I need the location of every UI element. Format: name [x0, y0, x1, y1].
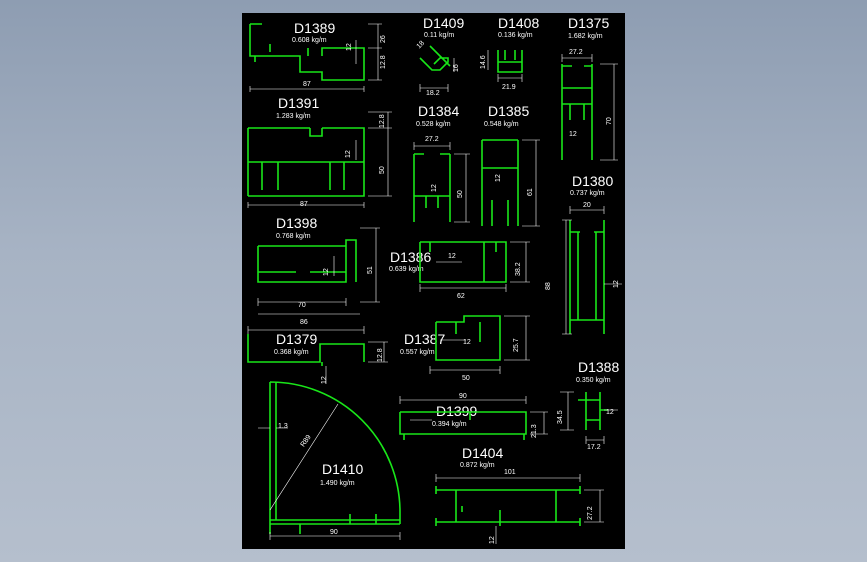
- profile-weight: 1.283 kg/m: [276, 113, 311, 120]
- profile-weight: 0.394 kg/m: [432, 421, 467, 428]
- dim-width: 20: [583, 202, 591, 209]
- dim-height: 61: [527, 188, 534, 196]
- profile-weight: 0.528 kg/m: [416, 121, 451, 128]
- profile-code: D1384: [418, 103, 459, 119]
- profile-weight: 0.136 kg/m: [498, 32, 533, 39]
- profile-code: D1399: [436, 403, 477, 419]
- profile-weight: 0.557 kg/m: [400, 349, 435, 356]
- profile-weight: 0.768 kg/m: [276, 233, 311, 240]
- dim-height: 88: [545, 282, 552, 290]
- profile-code: D1391: [278, 95, 319, 111]
- profile-weight: 1.682 kg/m: [568, 33, 603, 40]
- profile-code: D1409: [423, 15, 464, 31]
- profile-weight: 0.548 kg/m: [484, 121, 519, 128]
- profile-weight: 0.639 kg/m: [389, 266, 424, 273]
- profile-code: D1388: [578, 359, 619, 375]
- dim-width: 62: [457, 293, 465, 300]
- dim-height: 38.2: [515, 262, 522, 276]
- dim-wall: 12: [463, 339, 471, 346]
- profile-weight: 0.608 kg/m: [292, 37, 327, 44]
- dim-wall: 12: [323, 268, 330, 276]
- profile-weight: 0.11 kg/m: [424, 32, 454, 39]
- profile-weight: 0.737 kg/m: [570, 190, 605, 197]
- dim-height: 21.3: [531, 424, 538, 438]
- dim-width: 101: [504, 469, 516, 476]
- profile-weight: 0.368 kg/m: [274, 349, 309, 356]
- profile-code: D1385: [488, 103, 529, 119]
- profile-code: D1389: [294, 20, 335, 36]
- dim-wall: 12: [321, 376, 328, 384]
- dim-wall: 12: [495, 174, 502, 182]
- dim-height: 34.5: [557, 410, 564, 424]
- dim-depth: 12.8: [380, 55, 387, 69]
- dim-width: 90: [330, 529, 338, 536]
- dim-height: 25.7: [513, 338, 520, 352]
- drawing-sheet: [242, 13, 625, 549]
- profile-d1380: D1380 0.737 kg/m 20 88 12: [545, 173, 622, 335]
- dim-wall: 12: [431, 184, 438, 192]
- profile-d1408: D1408 0.136 kg/m 21.9 14.6: [480, 15, 539, 91]
- profile-d1391: D1391 1.283 kg/m 87 12.8 12 50: [247, 95, 392, 208]
- dim-width: 18.2: [426, 90, 440, 97]
- dim-height: 50: [379, 166, 386, 174]
- profile-code: D1404: [462, 445, 503, 461]
- dim-height: 16: [453, 64, 460, 72]
- dim-width: 87: [303, 81, 311, 88]
- profile-d1375: D1375 1.682 kg/m 27.2 70 12: [561, 15, 618, 161]
- profile-d1388: D1388 0.350 kg/m 17.2 34.5 12: [557, 359, 619, 451]
- profile-d1387: D1387 0.557 kg/m 50 12 25.7: [400, 315, 530, 382]
- dim-wall: 1.3: [278, 423, 288, 430]
- dim-wall: 12: [345, 150, 352, 158]
- dim-width: 21.9: [502, 84, 516, 91]
- profile-d1379: D1379 0.368 kg/m 12.8 12: [247, 326, 388, 384]
- dim-height: 70: [606, 117, 613, 125]
- dim-height: 27.2: [587, 506, 594, 520]
- profile-d1385: D1385 0.548 kg/m 12 61: [481, 103, 540, 227]
- profile-d1410: D1410 1.490 kg/m 90 1.3 R89: [258, 381, 401, 540]
- dim-inner: 70: [298, 302, 306, 309]
- profile-code: D1408: [498, 15, 539, 31]
- profile-d1384: D1384 0.528 kg/m 27.2 12 50: [413, 103, 470, 223]
- dim-width: 90: [459, 393, 467, 400]
- dim-height: 51: [367, 266, 374, 274]
- dim-width: 86: [300, 319, 308, 326]
- profile-weight: 1.490 kg/m: [320, 480, 355, 487]
- dim-diag: 18: [416, 40, 427, 51]
- profile-d1398: D1398 0.768 kg/m 70 86 12 51: [257, 215, 380, 326]
- dim-wall: 12: [489, 536, 496, 544]
- profile-d1386: D1386 0.639 kg/m 62 12 38.2: [389, 241, 530, 300]
- profile-code: D1398: [276, 215, 317, 231]
- dim-wall: 12: [606, 409, 614, 416]
- dim-wall: 12: [613, 280, 620, 288]
- dim-wall: 12: [346, 43, 353, 51]
- dim-height: 50: [457, 190, 464, 198]
- profile-weight: 0.350 kg/m: [576, 377, 611, 384]
- profile-code: D1386: [390, 249, 431, 265]
- profile-code: D1379: [276, 331, 317, 347]
- profile-d1404: D1404 0.872 kg/m 101 27.2 12: [435, 445, 604, 544]
- dim-wall: 12: [448, 253, 456, 260]
- dim-width: 27.2: [425, 136, 439, 143]
- dim-width: 27.2: [569, 49, 583, 56]
- dim-top: 12.8: [379, 114, 386, 128]
- profile-d1389: D1389 0.608 kg/m 87 26 12 12.8: [249, 20, 387, 92]
- profile-d1399: D1399 0.394 kg/m 90 21.3: [399, 393, 548, 440]
- profile-code: D1410: [322, 461, 363, 477]
- dim-width: 17.2: [587, 444, 601, 451]
- profile-code: D1387: [404, 331, 445, 347]
- dim-width: 50: [462, 375, 470, 382]
- profile-d1409: D1409 0.11 kg/m 18.2 16 18: [416, 15, 465, 97]
- dim-height: 12.8: [377, 348, 384, 362]
- dim-width: 87: [300, 201, 308, 208]
- profile-weight: 0.872 kg/m: [460, 462, 495, 469]
- profile-code: D1375: [568, 15, 609, 31]
- profile-code: D1380: [572, 173, 613, 189]
- dim-height: 14.6: [480, 55, 487, 69]
- dim-wall: 12: [569, 131, 577, 138]
- dim-height: 26: [380, 35, 387, 43]
